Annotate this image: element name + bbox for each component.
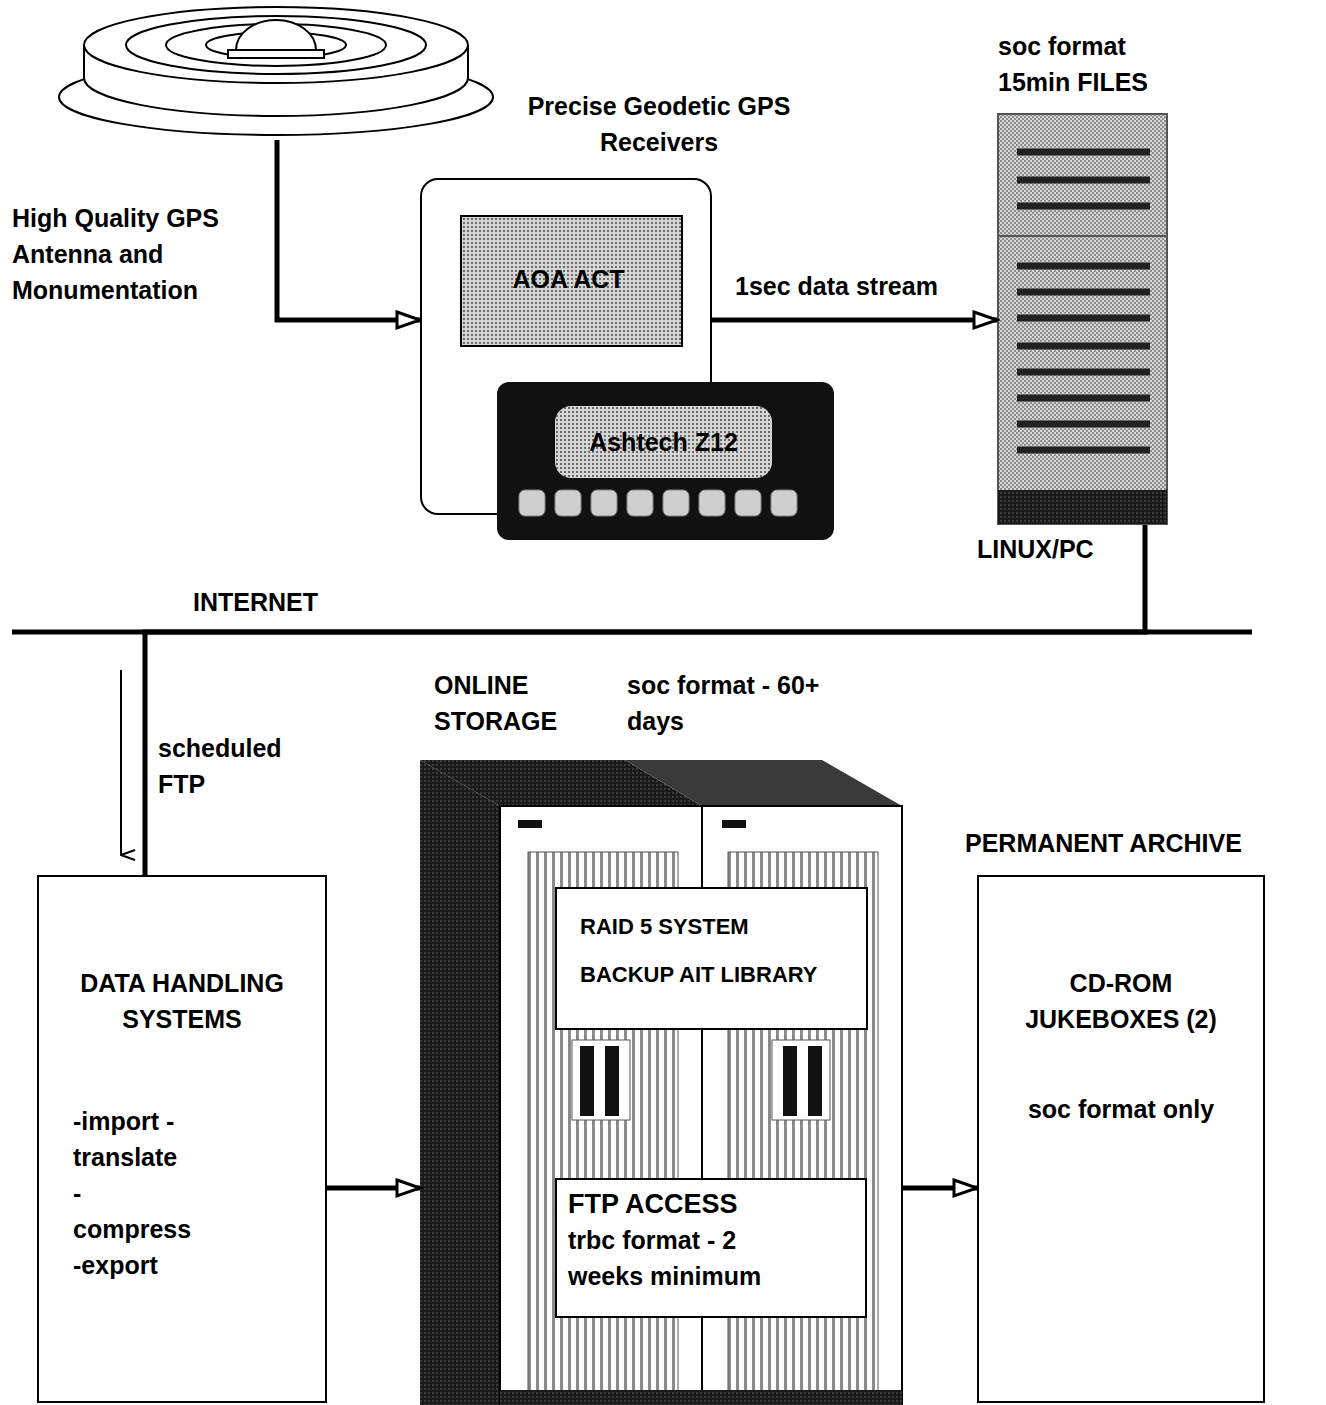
pc-tower-drawing <box>998 114 1167 524</box>
receiver-panel: AOA ACT <box>460 215 683 347</box>
flow-arrow <box>120 670 122 855</box>
storage-cabinet-drawing <box>420 760 902 1405</box>
node-title: High Quality GPS Antenna and Monumentati… <box>12 200 274 308</box>
node-title: soc format 15min FILES <box>998 28 1198 100</box>
node-text: BACKUP AIT LIBRARY <box>580 957 860 993</box>
pc-tower: soc format 15min FILESLINUX/PC <box>997 113 1168 525</box>
connector <box>145 525 1145 875</box>
process-box: DATA HANDLING SYSTEMS -import -translate … <box>37 875 327 1403</box>
edge-label: 1sec data stream <box>735 268 985 304</box>
storage-box: RAID 5 SYSTEM BACKUP AIT LIBRARY <box>555 887 868 1030</box>
storage-cabinet: ONLINE STORAGEsoc format - 60+ daysRAID … <box>420 757 905 1405</box>
storage-box: FTP ACCESStrbc format - 2 weeks minimum <box>555 1178 867 1318</box>
connector <box>903 1186 977 1191</box>
node-title: FTP ACCESS <box>568 1186 858 1222</box>
node-title: Precise Geodetic GPS Receivers <box>514 88 804 160</box>
archive-box: PERMANENT ARCHIVECD-ROM JUKEBOXES (2)soc… <box>977 875 1265 1403</box>
node-text: trbc format - 2 weeks minimum <box>568 1222 818 1294</box>
edge-label: scheduled FTP <box>158 730 308 802</box>
node-title: PERMANENT ARCHIVE <box>965 825 1305 861</box>
connector <box>327 1186 420 1191</box>
node-text: CD-ROM JUKEBOXES (2) <box>999 965 1243 1037</box>
node-title: AOA ACT <box>462 261 675 297</box>
node-title: RAID 5 SYSTEM <box>580 909 860 945</box>
node-title: ONLINE STORAGE <box>434 667 599 739</box>
connector <box>277 140 420 320</box>
network-label: INTERNET <box>193 584 318 620</box>
node-text: LINUX/PC <box>977 531 1177 567</box>
receiver-box: Precise Geodetic GPS ReceiversAOA ACTAsh… <box>420 178 712 515</box>
antenna: High Quality GPS Antenna and Monumentati… <box>55 0 495 140</box>
node-text: soc format only <box>999 1091 1243 1127</box>
connector <box>712 318 997 323</box>
receiver-unit: Ashtech Z12 <box>497 382 834 540</box>
node-title: Ashtech Z12 <box>555 406 772 478</box>
antenna-drawing <box>59 7 493 135</box>
node-text: -import -translate -compress -export <box>73 1103 191 1283</box>
node-text: soc format - 60+ days <box>627 667 822 739</box>
node-title: DATA HANDLING SYSTEMS <box>47 965 317 1037</box>
